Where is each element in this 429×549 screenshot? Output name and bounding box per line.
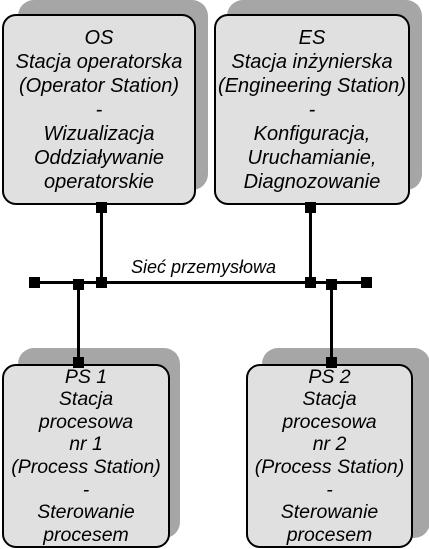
es-name: Stacja inżynierska: [231, 50, 393, 73]
ps1-function-2: procesem: [43, 523, 129, 546]
ps1-separator: -: [82, 478, 90, 501]
ps1-number: nr 1: [69, 433, 103, 456]
os-separator: -: [95, 98, 103, 121]
es-port-node: [305, 202, 316, 213]
ps1-name-1: Stacja: [58, 388, 114, 411]
es-connection-line: [309, 207, 312, 284]
es-english-name: (Engineering Station): [218, 74, 406, 97]
es-abbreviation: ES: [298, 26, 326, 49]
es-function-3: Diagnozowanie: [243, 170, 381, 193]
operator-station-box: OS Stacja operatorska (Operator Station)…: [2, 14, 196, 205]
os-function-2b: operatorskie: [43, 170, 155, 193]
ps2-function-1: Sterowanie: [280, 501, 379, 524]
ps1-bus-node: [73, 279, 84, 290]
ps2-english-name: (Process Station): [254, 456, 405, 478]
ps2-function-2: procesem: [286, 523, 373, 546]
engineering-station-box: ES Stacja inżynierska (Engineering Stati…: [214, 14, 410, 205]
os-name: Stacja operatorska: [15, 50, 183, 73]
process-station-2-box: PS 2 Stacja procesowa nr 2 (Process Stat…: [246, 364, 413, 548]
os-port-node: [96, 202, 107, 213]
os-english-name: (Operator Station): [18, 74, 180, 97]
ps1-abbreviation: PS 1: [64, 365, 108, 388]
ps2-number: nr 2: [312, 433, 347, 456]
ps1-port-node: [73, 357, 84, 368]
es-function-2: Uruchamianie,: [247, 146, 377, 169]
es-bus-node: [305, 277, 316, 288]
ps1-function-1: Sterowanie: [37, 501, 135, 524]
ps2-separator: -: [326, 478, 333, 501]
os-abbreviation: OS: [84, 26, 114, 49]
bus-end-node-left: [29, 277, 40, 288]
ps1-name-2: procesowa: [38, 410, 134, 433]
os-function-1: Wizualizacja: [43, 122, 155, 145]
ps2-connection-line: [330, 283, 333, 363]
ps1-english-name: (Process Station): [11, 456, 161, 478]
network-bus-line: [34, 281, 368, 284]
ps2-bus-node: [326, 279, 337, 290]
process-station-1-box: PS 1 Stacja procesowa nr 1 (Process Stat…: [2, 364, 170, 548]
os-connection-line: [100, 207, 103, 284]
ps2-name-2: procesowa: [282, 410, 377, 433]
ps1-connection-line: [77, 283, 80, 363]
ps2-name-1: Stacja: [302, 388, 357, 411]
ps2-port-node: [326, 357, 337, 368]
os-function-2a: Oddziaływanie: [33, 146, 165, 169]
es-function-1: Konfiguracja,: [253, 122, 371, 145]
network-label: Sieć przemysłowa: [131, 257, 277, 277]
ps2-abbreviation: PS 2: [308, 365, 351, 388]
es-separator: -: [308, 98, 316, 121]
bus-end-node-right: [361, 277, 372, 288]
os-bus-node: [96, 277, 107, 288]
